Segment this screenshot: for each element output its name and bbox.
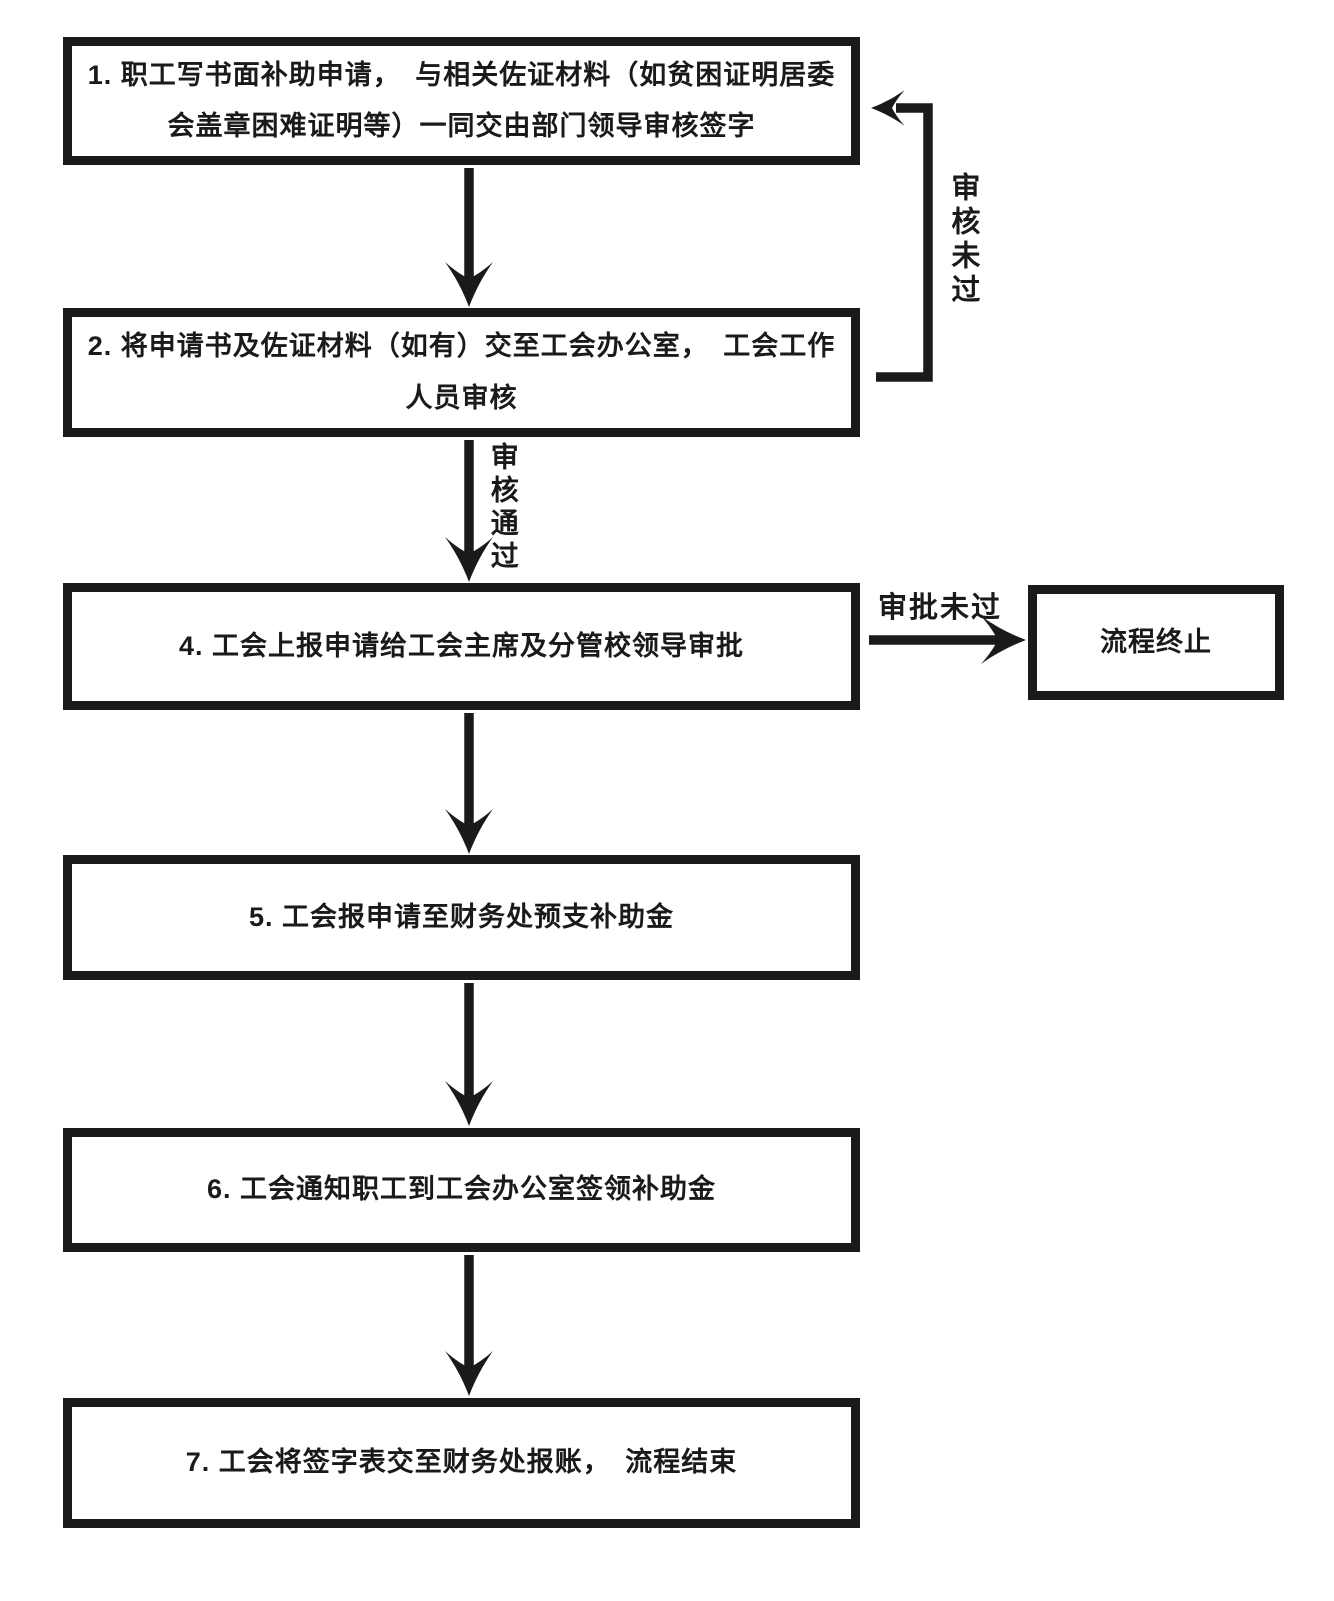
arrowhead-down-1	[445, 262, 493, 307]
step-1-text: 1. 职工写书面补助申请， 与相关佐证材料（如贫困证明居委会盖章困难证明等）一同…	[87, 59, 836, 141]
step-2-text: 2. 将申请书及佐证材料（如有）交至工会办公室， 工会工作人员审核	[87, 331, 836, 413]
arrowhead-down-5	[445, 1351, 493, 1396]
step-4-box: 4. 工会上报申请给工会主席及分管校领导审批	[63, 583, 860, 710]
step-5-text: 5. 工会报申请至财务处预支补助金	[248, 901, 675, 932]
arrow-feedback-step2-to-step1	[876, 103, 933, 382]
step-5-box: 5. 工会报申请至财务处预支补助金	[63, 855, 860, 980]
review-pass-label: 审核通过	[487, 442, 519, 574]
review-fail-label: 审核未过	[946, 172, 979, 308]
step-7-text: 7. 工会将签字表交至财务处报账， 流程结束	[185, 1447, 738, 1478]
step-2-box: 2. 将申请书及佐证材料（如有）交至工会办公室， 工会工作人员审核	[63, 308, 860, 437]
step-1-box: 1. 职工写书面补助申请， 与相关佐证材料（如贫困证明居委会盖章困难证明等）一同…	[63, 37, 860, 165]
approve-fail-label: 审批未过	[877, 592, 1002, 624]
arrowhead-down-3	[445, 809, 493, 854]
step-7-box: 7. 工会将签字表交至财务处报账， 流程结束	[63, 1398, 860, 1528]
arrowhead-left-feedback	[871, 90, 905, 126]
step-6-box: 6. 工会通知职工到工会办公室签领补助金	[63, 1128, 860, 1252]
terminate-text: 流程终止	[1100, 626, 1212, 657]
step-4-text: 4. 工会上报申请给工会主席及分管校领导审批	[178, 630, 745, 661]
step-6-text: 6. 工会通知职工到工会办公室签领补助金	[206, 1174, 717, 1205]
arrowhead-down-4	[445, 1081, 493, 1126]
arrowhead-down-2	[445, 537, 493, 582]
terminate-box: 流程终止	[1028, 585, 1284, 700]
